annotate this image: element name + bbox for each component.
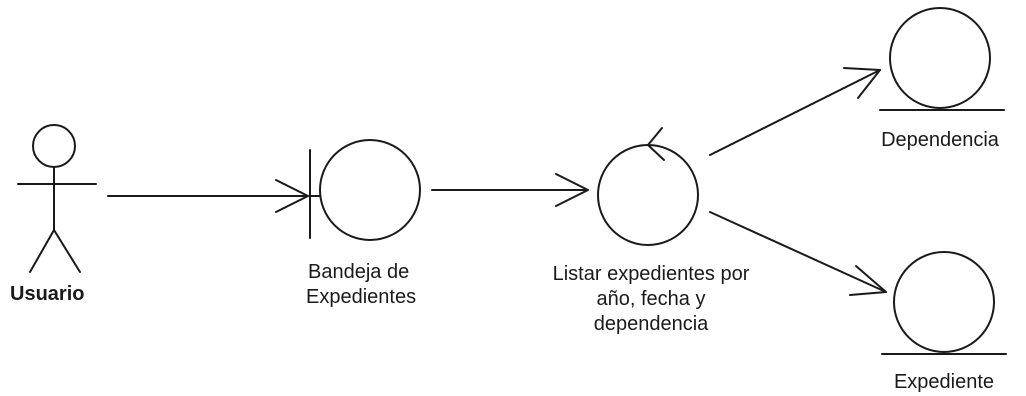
entity-dependencia-label: Dependencia — [881, 129, 999, 151]
actor-left-leg — [29, 229, 55, 273]
entity-circle — [893, 251, 995, 353]
actor-usuario — [17, 124, 97, 273]
arrow-control-to-dependencia — [709, 67, 881, 156]
actor-right-leg — [53, 229, 81, 273]
entity-circle — [889, 7, 991, 109]
control-arrowhead — [647, 127, 665, 161]
control-listar-expedientes — [597, 127, 699, 246]
boundary-bandeja-expedientes — [309, 139, 421, 241]
control-label-line2: año, fecha y — [596, 288, 706, 310]
boundary-circle — [319, 139, 421, 241]
actor-label: Usuario — [10, 283, 85, 305]
boundary-label-line1: Bandeja de — [308, 261, 410, 283]
control-circle — [597, 144, 699, 246]
control-label-line1: Listar expedientes por — [552, 263, 750, 285]
arrow-control-to-expediente — [709, 211, 887, 296]
arrow-actor-to-boundary — [107, 179, 309, 213]
entity-expediente-label: Expediente — [893, 371, 995, 393]
boundary-label-line2: Expedientes — [306, 286, 417, 308]
entity-expediente — [881, 251, 1007, 355]
actor-head — [32, 124, 76, 168]
arrow-boundary-to-control — [431, 173, 589, 207]
control-label-line3: dependencia — [593, 313, 709, 335]
entity-dependencia — [879, 7, 1005, 111]
